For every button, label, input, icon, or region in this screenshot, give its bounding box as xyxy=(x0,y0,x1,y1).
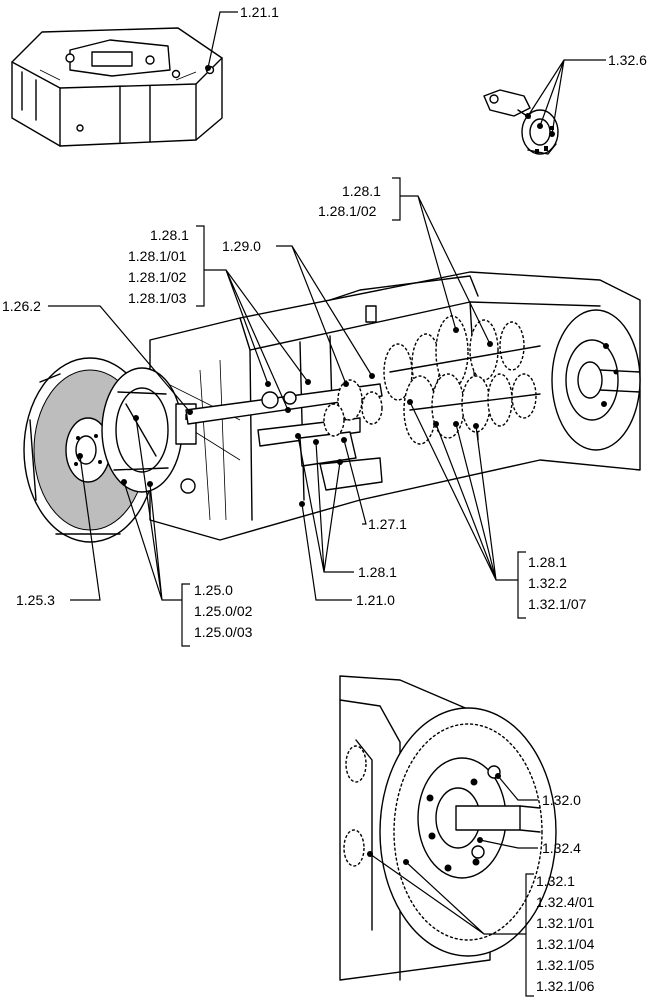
label-1-32-1-e: 1.32.1/05 xyxy=(536,957,595,973)
label-1-32-0: 1.32.0 xyxy=(542,792,581,808)
label-1-26-2: 1.26.2 xyxy=(2,298,41,314)
label-1-32-1-f: 1.32.1/06 xyxy=(536,978,595,994)
label-1-28-1-right-a: 1.28.1 xyxy=(528,554,567,570)
label-1-29-0: 1.29.0 xyxy=(222,238,261,254)
gear-cluster-illustration xyxy=(323,315,541,445)
label-1-28-1-left-b: 1.28.1/01 xyxy=(128,248,187,264)
shafts-illustration xyxy=(185,383,383,491)
label-1-28-1-top-a: 1.28.1 xyxy=(342,183,381,199)
label-1-25-3: 1.25.3 xyxy=(16,592,55,608)
label-1-28-1-right-c: 1.32.1/07 xyxy=(528,596,587,612)
callout-labels: 1.21.1 1.32.6 1.28.1 1.28.1/02 1.28.1 1.… xyxy=(2,4,647,994)
label-1-25-0-b: 1.25.0/02 xyxy=(194,603,253,619)
label-1-25-0-a: 1.25.0 xyxy=(194,582,233,598)
label-1-25-0-c: 1.25.0/03 xyxy=(194,624,253,640)
pressure-plate-illustration xyxy=(101,367,197,494)
leader-lines xyxy=(48,11,606,997)
label-1-28-1-right-b: 1.32.2 xyxy=(528,575,567,591)
pto-housing-illustration xyxy=(339,675,557,981)
label-1-28-1-left-d: 1.28.1/03 xyxy=(128,290,187,306)
label-1-28-1-top-b: 1.28.1/02 xyxy=(318,203,377,219)
label-1-21-0: 1.21.0 xyxy=(356,592,395,608)
label-1-32-1-b: 1.32.4/01 xyxy=(536,894,595,910)
label-1-27-1: 1.27.1 xyxy=(368,516,407,532)
label-1-28-1-left-c: 1.28.1/02 xyxy=(128,269,187,285)
selector-fork-illustration xyxy=(483,89,559,155)
label-1-32-4: 1.32.4 xyxy=(542,840,581,856)
label-1-21-1: 1.21.1 xyxy=(240,4,279,20)
label-1-28-1-mid: 1.28.1 xyxy=(358,564,397,580)
label-1-32-1-a: 1.32.1 xyxy=(536,873,575,889)
label-1-32-6: 1.32.6 xyxy=(608,52,647,68)
label-1-32-1-c: 1.32.1/01 xyxy=(536,915,595,931)
label-1-32-1-d: 1.32.1/04 xyxy=(536,936,595,952)
label-1-28-1-left-a: 1.28.1 xyxy=(150,227,189,243)
housing-cover-illustration xyxy=(11,27,223,147)
